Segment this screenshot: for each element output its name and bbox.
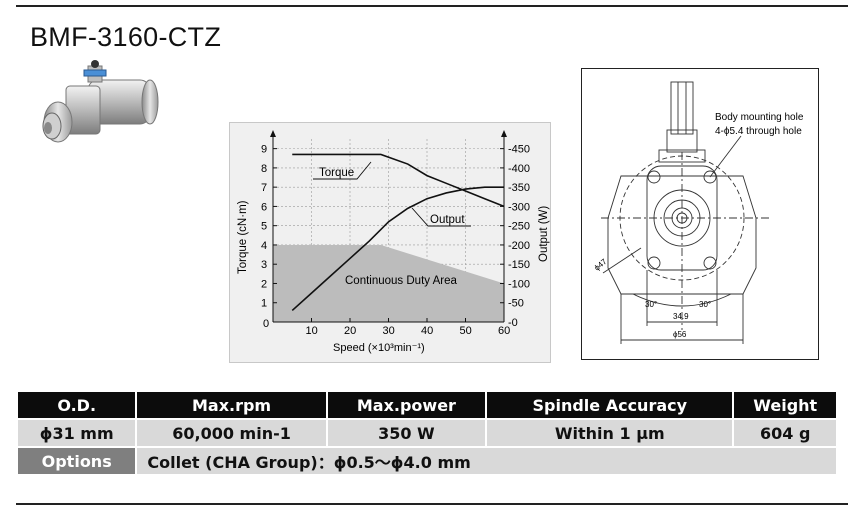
left-axis-arrow — [270, 130, 276, 137]
right-axis-label: Output (W) — [538, 206, 550, 262]
value-max-power: 350 W — [327, 420, 486, 446]
right-tick-label: -400 — [508, 163, 530, 175]
right-tick-label: -100 — [508, 278, 530, 290]
value-spindle-accuracy: Within 1 μm — [487, 420, 733, 446]
x-tick-label: 10 — [306, 325, 318, 337]
chart-callouts — [313, 161, 471, 227]
performance-chart: 1 2 3 4 5 6 7 8 9 -0 -50 -100 -150 -200 -250 -300 -350 -4… — [229, 122, 551, 363]
header-od: O.D. — [18, 392, 136, 418]
x-tick-label: 60 — [498, 325, 510, 337]
spindle-product-image — [42, 60, 159, 143]
options-value: Collet (CHA Group)：ϕ0.5～ϕ4.0 mm — [137, 448, 836, 474]
left-tick-label: 1 — [261, 298, 267, 310]
torque-label: Torque — [319, 167, 354, 179]
x-tick-label: 40 — [421, 325, 433, 337]
left-tick-label: 6 — [261, 201, 267, 213]
torque-series-line — [292, 153, 505, 208]
output-label: Output — [430, 214, 465, 226]
top-rule — [16, 5, 848, 7]
left-tick-label: 5 — [261, 221, 267, 233]
left-tick-label: 4 — [261, 240, 267, 252]
chart-ticks: 1 2 3 4 5 6 7 8 9 -0 -50 -100 -150 -200 -250 -300 -350 -4… — [261, 130, 530, 337]
output-series-line — [291, 186, 504, 312]
page-title: BMF-3160-CTZ — [30, 22, 222, 52]
value-weight: 604 g — [734, 420, 836, 446]
left-tick-label: 9 — [261, 144, 267, 156]
x-axis-label: Speed (×10³min⁻¹) — [333, 342, 425, 354]
header-weight: Weight — [734, 392, 836, 418]
dim-angle-right: 30° — [699, 300, 711, 309]
continuous-duty-area — [273, 244, 504, 322]
right-axis-arrow — [501, 130, 507, 137]
value-od: ϕ31 mm — [18, 420, 136, 446]
x-tick-label: 50 — [460, 325, 472, 337]
value-max-rpm: 60,000 min-1 — [137, 420, 326, 446]
left-tick-label: 7 — [261, 182, 267, 194]
right-tick-label: -350 — [508, 182, 530, 194]
right-tick-label: -300 — [508, 201, 530, 213]
right-tick-label: -200 — [508, 240, 530, 252]
continuous-duty-area-label: Continuous Duty Area — [345, 275, 457, 287]
header-max-power: Max.power — [327, 392, 486, 418]
right-tick-label: -250 — [508, 221, 530, 233]
x-tick-label: 30 — [383, 325, 395, 337]
dim-width: 34.9 — [673, 312, 689, 321]
options-label: Options — [18, 448, 136, 474]
callout-line-2: 4-ϕ5.4 through hole — [715, 126, 802, 137]
spec-table: O.D. Max.rpm Max.power Spindle Accuracy … — [16, 390, 838, 476]
bottom-rule — [16, 503, 848, 505]
x-origin-tick-label: 0 — [263, 318, 269, 330]
left-tick-label: 2 — [261, 278, 267, 290]
right-tick-label: -150 — [508, 259, 530, 271]
header-spindle-accuracy: Spindle Accuracy — [487, 392, 733, 418]
dimension-drawing: Body mounting hole 4-ϕ5.4 through hole ϕ… — [581, 68, 819, 360]
right-tick-label: -0 — [508, 317, 518, 329]
x-tick-label: 20 — [344, 325, 356, 337]
left-tick-label: 8 — [261, 163, 267, 175]
header-max-rpm: Max.rpm — [137, 392, 326, 418]
left-axis-label: Torque (cN·m) — [237, 200, 249, 274]
spec-value-row: ϕ31 mm 60,000 min-1 350 W Within 1 μm 60… — [18, 420, 836, 446]
callout-line-1: Body mounting hole — [715, 112, 804, 123]
spec-header-row: O.D. Max.rpm Max.power Spindle Accuracy … — [18, 392, 836, 418]
right-tick-label: -50 — [508, 298, 524, 310]
left-tick-label: 3 — [261, 259, 267, 271]
right-tick-label: -450 — [508, 144, 530, 156]
dim-outer-diameter: ϕ56 — [673, 330, 687, 339]
spec-options-row: Options Collet (CHA Group)：ϕ0.5～ϕ4.0 mm — [18, 448, 836, 474]
dim-angle-left: 30° — [645, 300, 657, 309]
